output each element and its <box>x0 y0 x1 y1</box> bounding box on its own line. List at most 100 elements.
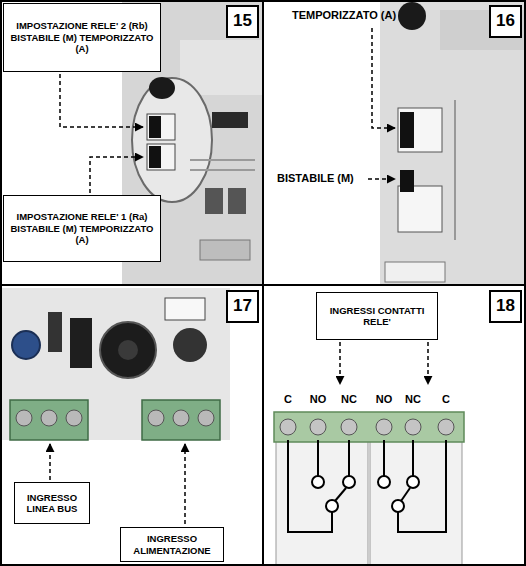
leader-lines-15 <box>60 74 143 193</box>
callout-box: INGRESSI CONTATTI RELE' <box>316 292 438 340</box>
terminal-block <box>274 412 464 442</box>
leader-arrow <box>184 444 186 524</box>
callout-box: INGRESSO LINEA BUS <box>14 482 90 524</box>
figure-number: 16 <box>496 11 515 31</box>
screw <box>148 410 164 426</box>
leader-arrow <box>49 444 51 480</box>
capacitor <box>100 322 156 378</box>
leader-arrow <box>368 178 395 180</box>
callout-box: IMPOSTAZIONE RELE' 2 (Rb) BISTABILE (M) … <box>3 3 161 72</box>
jumper-cap <box>400 170 414 192</box>
jumper-area <box>132 78 212 202</box>
regulator <box>70 318 92 368</box>
contact-wiring <box>288 440 446 532</box>
jumper-header <box>398 186 442 232</box>
screw <box>438 419 454 435</box>
screw <box>66 410 82 426</box>
figure-number: 15 <box>233 11 252 31</box>
contact <box>392 500 404 512</box>
jumper-cap <box>400 112 414 148</box>
switch-arm <box>335 488 346 501</box>
screw <box>341 419 357 435</box>
divider <box>1 284 525 286</box>
leader-lines-16 <box>368 28 395 179</box>
component <box>398 2 426 30</box>
callout-text: INGRESSO ALIMENTAZIONE <box>125 533 219 556</box>
leader-arrow <box>427 342 429 384</box>
component <box>205 188 223 214</box>
contact <box>326 500 338 512</box>
screw <box>310 419 326 435</box>
leader-arrow <box>90 157 143 193</box>
component <box>200 240 250 260</box>
callout-box: IMPOSTAZIONE RELE' 1 (Ra) BISTABILE (M) … <box>3 195 161 262</box>
terminal-block <box>10 400 88 440</box>
terminal-label: NC <box>405 393 421 406</box>
screw <box>405 419 421 435</box>
setting-label: BISTABILE (M) <box>277 172 354 185</box>
pcb-board <box>380 1 525 284</box>
terminal-label: NO <box>376 393 393 406</box>
component <box>173 328 207 362</box>
leader-arrow <box>339 342 341 384</box>
pcb-board <box>2 288 230 440</box>
terminal-label: C <box>284 393 292 406</box>
contact <box>378 476 390 488</box>
jumper-cap <box>149 116 161 138</box>
figure-number-box: 15 <box>226 5 259 38</box>
screw <box>376 419 392 435</box>
jumper-header <box>147 144 175 170</box>
contact <box>343 476 355 488</box>
leader-arrow <box>372 28 395 128</box>
jumper-header <box>398 108 442 152</box>
jumper-header <box>147 114 175 140</box>
setting-label: TEMPORIZZATO (A) <box>292 9 396 22</box>
terminal-label: NC <box>341 393 357 406</box>
pcb-area <box>440 10 525 50</box>
wire <box>412 440 414 476</box>
wire <box>317 440 319 476</box>
capacitor-top <box>118 340 138 360</box>
divider <box>262 1 264 565</box>
component <box>228 188 246 214</box>
trace <box>454 100 456 240</box>
connector <box>385 262 445 282</box>
screw <box>41 410 57 426</box>
figure-number: 17 <box>233 296 252 316</box>
figure-number-box: 18 <box>489 290 522 323</box>
relay <box>370 440 462 566</box>
dip-switch <box>165 298 205 320</box>
component <box>149 77 175 99</box>
screw <box>280 419 296 435</box>
callout-text: INGRESSO LINEA BUS <box>19 492 85 515</box>
switch-arm <box>401 488 410 501</box>
leader-arrow <box>60 74 143 127</box>
pcb-photo-16 <box>380 1 525 284</box>
callout-text: INGRESSI CONTATTI RELE' <box>321 305 433 328</box>
component <box>48 312 62 352</box>
screw <box>198 410 214 426</box>
trace <box>190 169 255 171</box>
callout-text: IMPOSTAZIONE RELE' 2 (Rb) BISTABILE (M) … <box>8 20 156 54</box>
wire <box>348 440 350 476</box>
contact <box>312 476 324 488</box>
pcb-photo-17 <box>2 288 230 440</box>
callout-text: IMPOSTAZIONE RELE' 1 (Ra) BISTABILE (M) … <box>8 211 156 245</box>
wire <box>288 440 332 532</box>
callout-box: INGRESSO ALIMENTAZIONE <box>120 527 224 562</box>
relay-photo-18 <box>274 412 464 566</box>
figure-number-box: 16 <box>489 5 522 38</box>
figure-number: 18 <box>496 296 515 316</box>
terminal-block <box>142 400 220 440</box>
trace <box>190 159 255 161</box>
chip <box>212 112 248 128</box>
leader-lines-18 <box>340 342 428 384</box>
screw <box>173 410 189 426</box>
relay <box>276 440 368 566</box>
screw <box>16 410 32 426</box>
figure-number-box: 17 <box>226 290 259 323</box>
